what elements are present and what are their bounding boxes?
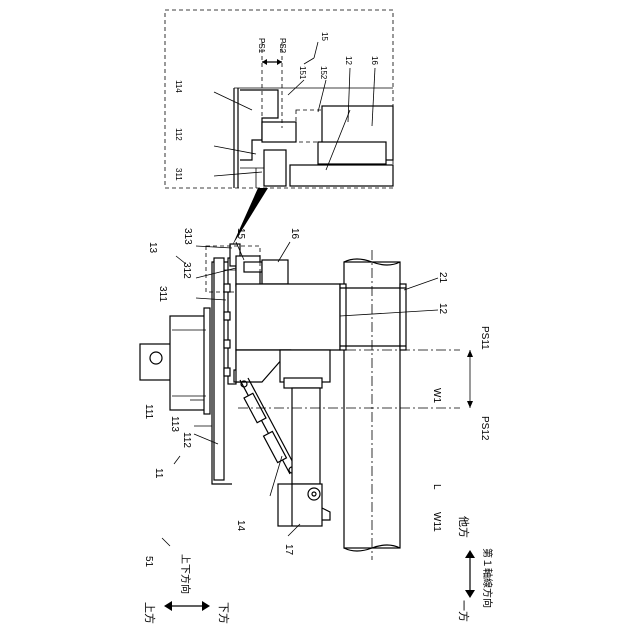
legend-vertical-direction: 上下方向 (179, 554, 192, 594)
label-313: 313 (182, 228, 193, 245)
label-12-main: 12 (437, 303, 448, 315)
label-17: 17 (283, 544, 294, 556)
label-12-inset: 12 (344, 56, 353, 65)
label-14: 14 (235, 520, 246, 532)
label-15-main: 15 (235, 228, 246, 240)
label-21: 21 (437, 272, 448, 284)
label-16-main: 16 (289, 228, 300, 240)
label-ps11: PS11 (479, 326, 490, 350)
label-l: L (431, 484, 442, 490)
label-15-inset: 15 (320, 32, 329, 41)
label-152-inset: 152 (319, 66, 328, 80)
detail-inset (165, 10, 393, 188)
label-311-main: 311 (157, 286, 168, 302)
vertical-direction-legend: 上方 上下方向 下方 (143, 554, 231, 624)
label-111: 111 (143, 404, 154, 420)
legend-one-side: 一方 (457, 600, 471, 622)
legend-other-side: 他方 (457, 516, 471, 538)
main-drawing (140, 242, 473, 560)
label-311-inset: 311 (174, 168, 183, 181)
legend-down: 下方 (217, 602, 231, 624)
label-ps1-inset: PS1 (257, 38, 266, 54)
label-113: 113 (169, 416, 180, 432)
label-11: 11 (153, 468, 164, 479)
label-112-inset: 112 (174, 128, 183, 141)
label-ps2-inset: PS2 (278, 38, 287, 54)
label-51: 51 (143, 556, 154, 568)
label-ps12: PS12 (479, 416, 490, 441)
label-112-main: 112 (181, 432, 192, 448)
label-w1: W1 (431, 388, 442, 403)
label-312: 312 (181, 262, 192, 279)
axial-direction-legend: 他方 一方 第１軸線方向 (457, 516, 494, 622)
label-16-inset: 16 (370, 56, 379, 65)
legend-up: 上方 (143, 602, 157, 624)
label-151-inset: 151 (298, 66, 307, 80)
label-114-inset: 114 (174, 80, 183, 93)
label-13: 13 (147, 242, 158, 254)
label-w11: W11 (431, 512, 442, 532)
legend-first-axis-direction: 第１軸線方向 (481, 548, 494, 608)
